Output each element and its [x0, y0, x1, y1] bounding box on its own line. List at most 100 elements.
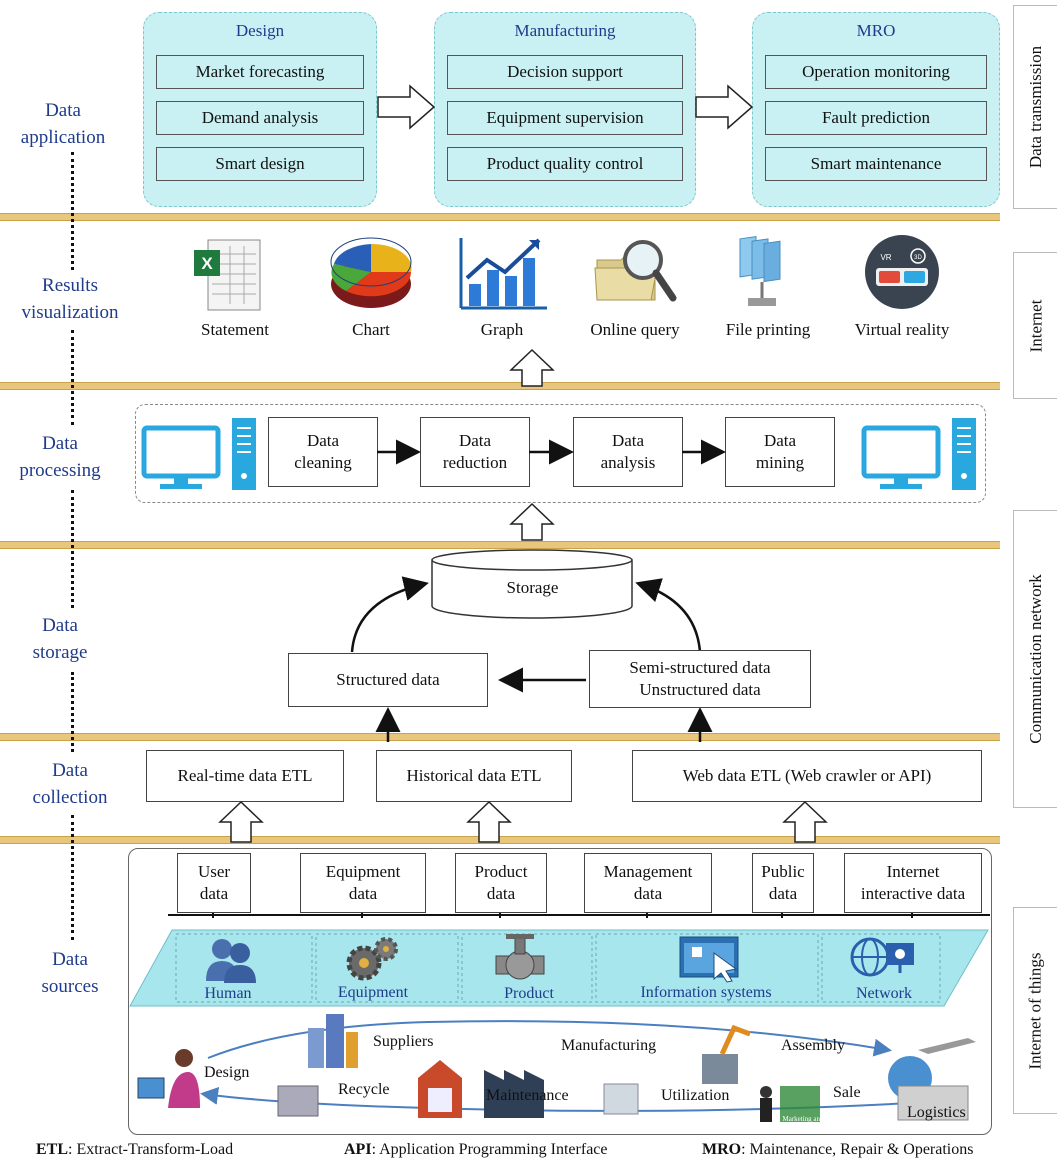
network-globe-icon: [850, 937, 914, 977]
dotted-connector: [71, 330, 74, 425]
lifecycle-label: Sale: [833, 1084, 861, 1101]
visualization-label: Statement: [201, 320, 269, 339]
lifecycle-label: Maintenance: [486, 1087, 569, 1104]
visualization-label: Chart: [352, 320, 390, 339]
visualization-label: Graph: [480, 320, 524, 339]
dotted-connector: [71, 490, 74, 608]
arrow-right-icon: [695, 84, 754, 130]
layer-label-collection: Data collection: [32, 760, 108, 808]
entity-band: [129, 929, 989, 1007]
footer-mro: MRO: Maintenance, Repair & Operations: [702, 1141, 974, 1158]
processing-container: [135, 404, 986, 503]
lifecycle-label: Manufacturing: [561, 1037, 657, 1054]
entity-label: Product: [504, 985, 554, 1002]
application-item: Smart design: [156, 147, 364, 181]
3d-badge: 3D: [914, 255, 922, 261]
etl-box-web: Web data ETL (Web crawler or API): [632, 750, 982, 802]
application-item: Equipment supervision: [447, 101, 683, 135]
entity-label: Information systems: [640, 984, 772, 1001]
etl-box-historical: Historical data ETL: [376, 750, 572, 802]
arrow-up-icon: [509, 502, 555, 541]
svg-text:X: X: [201, 254, 213, 273]
storage-label: Storage: [506, 578, 559, 597]
visualization-label: Virtual reality: [854, 320, 950, 339]
structured-data-box: Structured data: [288, 653, 488, 707]
layer-divider: [0, 733, 1000, 741]
lifecycle-label: Assembly: [781, 1037, 845, 1054]
vr-headset-icon: VR 3D: [865, 235, 939, 309]
application-item: Demand analysis: [156, 101, 364, 135]
arrow-up-icon: [509, 348, 555, 387]
group-title: Design: [235, 21, 285, 40]
arrow-up-icon: [782, 800, 828, 843]
marketing-badge: Marketing and Sales: [782, 1115, 824, 1131]
arrow-right-icon: [377, 84, 436, 130]
layer-label-application: Data application: [20, 100, 106, 148]
application-item: Operation monitoring: [765, 55, 987, 89]
line-graph-icon: [459, 238, 547, 310]
etl-box-realtime: Real-time data ETL: [146, 750, 344, 802]
entity-label: Network: [856, 985, 912, 1002]
layer-divider: [0, 541, 1000, 549]
users-icon: [206, 939, 256, 983]
computer-icon: [141, 418, 256, 490]
pie-chart-icon: [330, 237, 412, 308]
layer-divider: [0, 382, 1000, 390]
lifecycle-loop: [137, 1014, 976, 1122]
right-label-internet: Internet: [1013, 252, 1057, 399]
application-item: Smart maintenance: [765, 147, 987, 181]
valve-icon: [495, 934, 545, 980]
information-system-icon: [679, 936, 739, 983]
arrow-up-icon: [466, 800, 512, 843]
visualization-label: Online query: [590, 320, 680, 339]
dotted-connector: [71, 815, 74, 940]
layer-divider: [0, 836, 1000, 844]
group-title: Manufacturing: [514, 21, 616, 40]
folder-search-icon: [594, 240, 677, 302]
arrow-up-icon: [218, 800, 264, 843]
layer-divider: [0, 213, 1000, 221]
lifecycle-label: Recycle: [338, 1081, 390, 1098]
application-item: Fault prediction: [765, 101, 987, 135]
gears-icon: [346, 937, 398, 981]
storage-cylinder-icon: [431, 549, 633, 619]
footer-api: API: Application Programming Interface: [344, 1141, 608, 1158]
computer-icon: [861, 418, 976, 490]
entity-label: Equipment: [337, 984, 409, 1001]
layer-label-sources: Data sources: [41, 949, 99, 997]
right-label-data-transmission: Data transmission: [1013, 5, 1057, 209]
right-label-communication-network: Communication network: [1013, 510, 1057, 808]
lifecycle-label: Logistics: [907, 1104, 966, 1121]
spreadsheet-icon: X: [194, 239, 261, 311]
application-item: Product quality control: [447, 147, 683, 181]
lifecycle-label: Design: [204, 1064, 250, 1081]
entity-label: Human: [204, 985, 252, 1002]
application-group-manufacturing: Manufacturing Decision support Equipment…: [434, 12, 696, 207]
application-item: Decision support: [447, 55, 683, 89]
group-title: MRO: [856, 21, 896, 40]
dotted-connector: [71, 672, 74, 752]
application-group-design: Design Market forecasting Demand analysi…: [143, 12, 377, 207]
footer-etl: ETL: Extract-Transform-Load: [36, 1141, 234, 1158]
lifecycle-label: Utilization: [661, 1087, 730, 1104]
vr-badge: VR: [880, 253, 891, 262]
sources-container: [128, 848, 992, 1135]
dotted-connector: [71, 152, 74, 270]
layer-label-visualization: Results visualization: [21, 275, 119, 323]
lifecycle-label: Suppliers: [373, 1033, 434, 1050]
application-group-mro: MRO Operation monitoring Fault predictio…: [752, 12, 1000, 207]
file-printing-icon: [739, 236, 781, 306]
right-label-internet-of-things: Internet of things: [1013, 907, 1057, 1114]
application-item: Market forecasting: [156, 55, 364, 89]
